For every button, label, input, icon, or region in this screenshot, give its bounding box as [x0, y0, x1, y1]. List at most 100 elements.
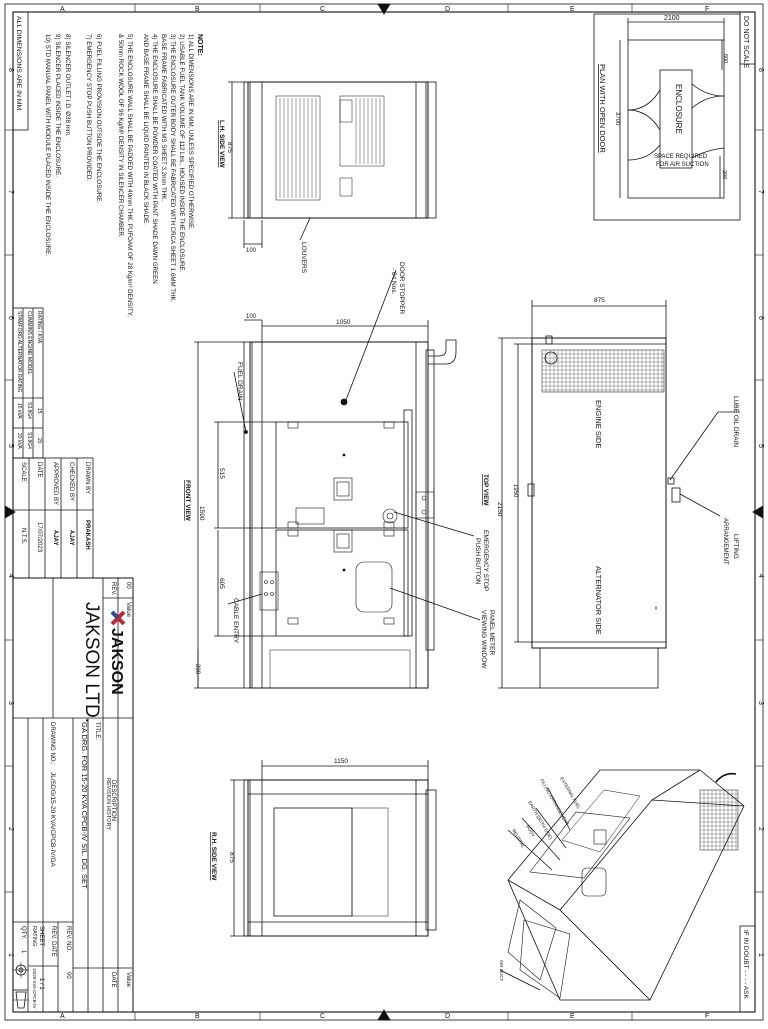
value-header: Value [125, 972, 131, 988]
zone-number: 4 [7, 574, 14, 578]
rating-table-cell: 20 [36, 438, 42, 444]
date-value: 17/07/2023 [36, 522, 42, 553]
dim-875: 875 [226, 142, 233, 153]
door-stopper-qty: - 04 Nos. [390, 268, 397, 295]
fuel-drain-label: FUEL DRAIN [236, 362, 243, 401]
viewing-window-label: VIEWING WINDOW [480, 610, 487, 669]
svg-text:ALL DIMENSIONS ARE IN MM.: ALL DIMENSIONS ARE IN MM. [15, 16, 22, 112]
emergency-stop-label: EMERGENCY STOP [482, 530, 489, 591]
drawing-title: GA DRG. FOR 15-20 KVA CPCB-IV SIL. DG. S… [80, 722, 89, 889]
qty-value: 1 [20, 950, 26, 954]
note-line: 8) SILENCER OUTLET I.D. Ø38 mm. [64, 34, 71, 137]
qty-label: QTY. [20, 926, 26, 940]
dim-200: 200 [721, 170, 727, 179]
zone-letter: C [320, 6, 325, 13]
zone-number: 7 [7, 190, 14, 194]
notes-block: NOTE: 1) ALL DIMENSIONS ARE IN MM, UNLES… [44, 34, 203, 317]
projection-symbol-icon [13, 962, 29, 1009]
dim-100: 100 [246, 248, 257, 254]
zone-number: 2 [757, 827, 764, 831]
rating-label: RATING [31, 926, 37, 946]
rating-table: RATING / KVA CUMMINS ENGINE MODEL STAMFO… [12, 307, 44, 459]
zone-numbers: 8 7 6 5 4 3 2 1 8 7 6 5 4 3 2 1 [7, 68, 764, 957]
lh-side-view-title: L.H. SIDE VIEW [218, 120, 225, 169]
drawn-by: PRAKASH [84, 520, 90, 550]
zone-number: 8 [7, 68, 14, 72]
rating-value: 15/20 KVA CPCB-IV [32, 968, 37, 1008]
dim-1590: 1590 [198, 506, 205, 521]
zone-number: 8 [757, 68, 764, 72]
date-label: DATE [36, 462, 42, 478]
dim-100-front: 100 [246, 314, 257, 320]
scale-value: N.T.S. [20, 528, 26, 545]
rating-table-cell: S3.8G4 [26, 402, 32, 419]
note-line: 5) THE ENCLOSURE WALL SHALL BE PADDED WI… [126, 34, 133, 317]
checked-by: AJAY [68, 530, 74, 545]
zone-letter: B [195, 6, 200, 13]
if-in-doubt-box: IF IN DOUBT - - - - ASK [739, 925, 756, 1013]
zone-number: 1 [757, 953, 764, 957]
dim-875-top: 875 [594, 297, 605, 304]
date-header: DATE [110, 972, 116, 988]
dim-200-front: 200 [194, 664, 200, 675]
zone-letter: A [60, 1013, 65, 1020]
zone-number: 6 [757, 316, 764, 320]
svg-text:IF IN DOUBT - - - - ASK: IF IN DOUBT - - - - ASK [742, 930, 749, 1000]
svg-text:DO NOT SCALE: DO NOT SCALE [742, 16, 749, 68]
rating-table-cell: 15 kVA [16, 403, 22, 419]
zone-letter: C [320, 1013, 325, 1020]
sheet-value: 1 / 1 [38, 978, 44, 990]
note-line: BASE FRAME FABRICATED WITH MS SHEET 3.2m… [160, 34, 167, 201]
sheet-label: SHEET [38, 926, 44, 946]
rev-header-label: REV. [110, 582, 116, 596]
rating-table-cell: S3.8G4 [26, 432, 32, 449]
dim-1950: 1950 [512, 484, 518, 498]
rev-no-label: REV. NO. [65, 926, 71, 952]
zone-number: 5 [757, 444, 764, 448]
rev-date-label: REV. DATE [50, 926, 56, 957]
scale-label: SCALE [20, 462, 26, 482]
zone-letter: A [60, 6, 65, 13]
zone-number: 6 [7, 316, 14, 320]
do-not-scale-box: DO NOT SCALE [739, 11, 756, 68]
jakson-logo-icon [110, 610, 126, 626]
note-line: 6) FUEL FILLING PROVISION OUTSIDE THE EN… [95, 34, 102, 203]
note-line: 3) THE ENCLOSURE OUTER BODY SHALL BE FAB… [169, 34, 176, 303]
description-header: DESCRIPTION [110, 780, 116, 821]
zone-letters: A B C D E F A B C D E F [60, 6, 709, 1020]
lube-oil-drain-label: LUBE OIL DRAIN [732, 396, 739, 447]
note-line: 9) SILENCER PLACED INSIDE THE ENCLOSURE. [54, 34, 61, 177]
lifting-label: LIFTING [732, 534, 739, 559]
note-line: 1) ALL DIMENSIONS ARE IN MM, UNLESS SPEC… [187, 34, 194, 230]
panel-meter-label: PANEL METER [488, 610, 495, 655]
air-suction-label: FOR AIR SUCTION [656, 162, 709, 168]
drawn-by-label: DRAWN BY [84, 462, 90, 494]
approved-by-label: APPROVED BY [52, 462, 58, 505]
rating-table-cell: CUMMINS ENGINE MODEL [26, 311, 32, 375]
dim-2150: 2150 [496, 502, 503, 517]
dim-2100: 2100 [664, 15, 680, 22]
enclosure-label: ENCLOSURE [674, 84, 683, 134]
approved-by: AJAY [52, 530, 58, 545]
rating-table-cell: 20 kVA [16, 433, 22, 449]
top-view-title: TOP VIEW [482, 474, 489, 506]
rh-side-view-title: R.H. SIDE VIEW [210, 832, 217, 881]
drawing-no-label: DRAWING NO.: [49, 722, 55, 765]
title-block: DRAWN BY PRAKASH CHECKED BY AJAY APPROVE… [12, 457, 134, 1013]
notes-heading: NOTE: [196, 34, 203, 56]
isometric-view: EXTERNAL FUEL FILLING ARRANGEMENT EARTH … [499, 769, 745, 1001]
zone-number: 7 [757, 190, 764, 194]
rating-table-cell: RATING / KVA [36, 311, 42, 344]
zone-letter: D [445, 6, 450, 13]
zone-number: 3 [757, 701, 764, 705]
rev-value: Value [125, 602, 131, 618]
zone-letter: F [705, 1013, 709, 1020]
note-line: AND BASE FRAME SHALL BE LIQUID PAINTED I… [142, 34, 149, 225]
title-label: TITLE: [94, 722, 100, 740]
zone-letter: D [445, 1013, 450, 1020]
louvers-label: LOUVERS [300, 242, 307, 274]
door-stopper-label: DOOR STOPPER [398, 262, 405, 315]
dim-875-rh: 875 [228, 852, 235, 863]
front-view: 1050 100 1590 515 605 200 DOOR STOPPER -… [184, 262, 495, 689]
